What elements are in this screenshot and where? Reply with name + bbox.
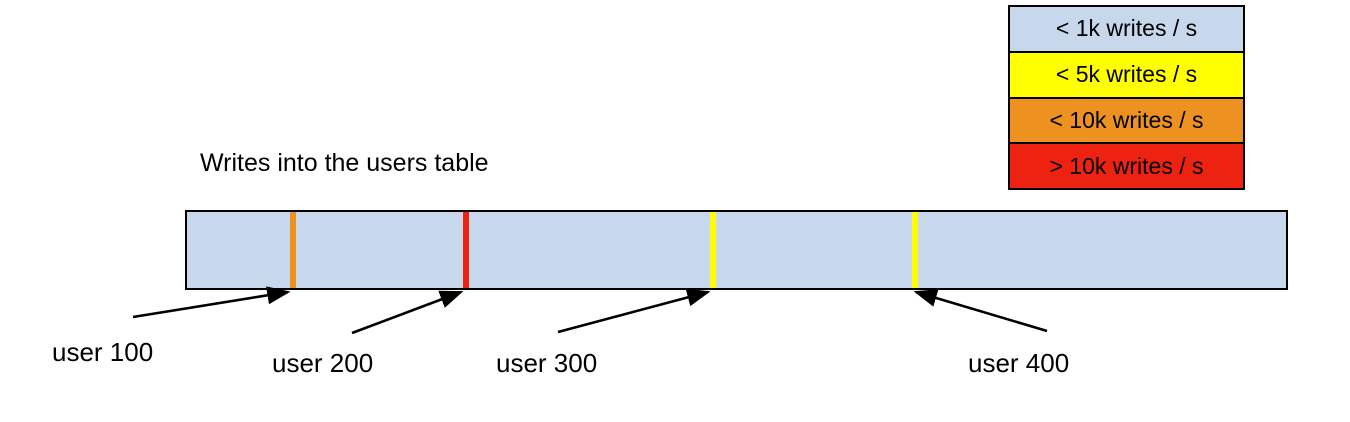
hot-row-stripe-user-300 (710, 212, 716, 288)
users-table-keyspace-bar (185, 210, 1288, 290)
arrow-user-100 (132, 286, 291, 319)
arrow-user-200 (351, 290, 464, 335)
chart-title: Writes into the users table (200, 149, 489, 177)
legend-label-under-10k: < 10k writes / s (1049, 106, 1204, 133)
annotation-label-user-400: user 400 (968, 348, 1070, 378)
legend-label-under-5k: < 5k writes / s (1055, 61, 1198, 88)
arrow-user-400 (913, 289, 1048, 333)
legend-label-under-1k: < 1k writes / s (1055, 15, 1198, 42)
legend-row-under-10k: < 10k writes / s (1010, 98, 1243, 145)
writes-rate-legend: < 1k writes / s < 5k writes / s < 10k wr… (1008, 5, 1245, 190)
legend-row-under-1k: < 1k writes / s (1010, 7, 1243, 53)
arrow-user-300 (557, 288, 711, 334)
hot-row-stripe-user-100 (290, 212, 296, 288)
legend-row-over-10k: > 10k writes / s (1010, 144, 1243, 188)
hot-row-stripe-user-400 (912, 212, 918, 288)
legend-row-under-5k: < 5k writes / s (1010, 52, 1243, 99)
annotation-label-user-100: user 100 (52, 337, 154, 367)
annotation-label-user-300: user 300 (496, 348, 598, 378)
legend-label-over-10k: > 10k writes / s (1049, 152, 1204, 179)
hot-row-stripe-user-200 (463, 212, 469, 288)
annotation-label-user-200: user 200 (272, 348, 374, 378)
